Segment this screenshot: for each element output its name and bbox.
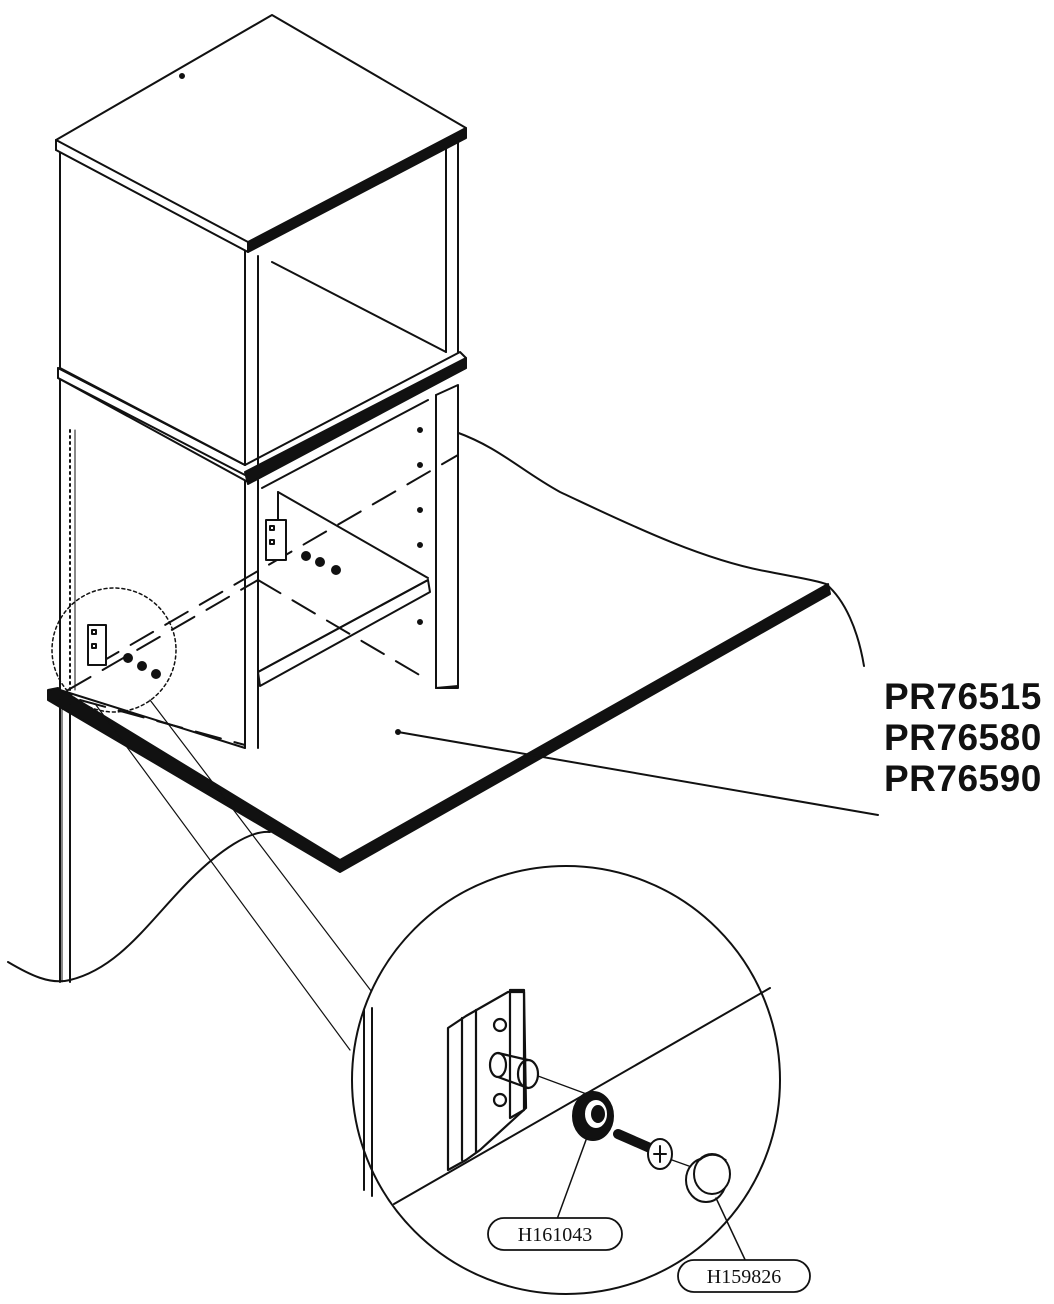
model-number: PR76515 [884,676,1042,717]
part-label-cover-cap: H159826 [707,1266,781,1288]
connector-bracket [446,988,593,1172]
detail-zoom [351,865,781,1295]
part-label-cam-housing: H161043 [518,1224,592,1246]
cam-housing-part [572,1091,614,1141]
cover-cap-part [685,1153,731,1203]
lower-cabinet [51,351,467,749]
model-number-list: PR76515 PR76580 PR76590 [884,676,1042,799]
model-number: PR76590 [884,758,1042,799]
model-number: PR76580 [884,717,1042,758]
screw-part [613,1129,701,1171]
upper-hutch [55,14,467,466]
